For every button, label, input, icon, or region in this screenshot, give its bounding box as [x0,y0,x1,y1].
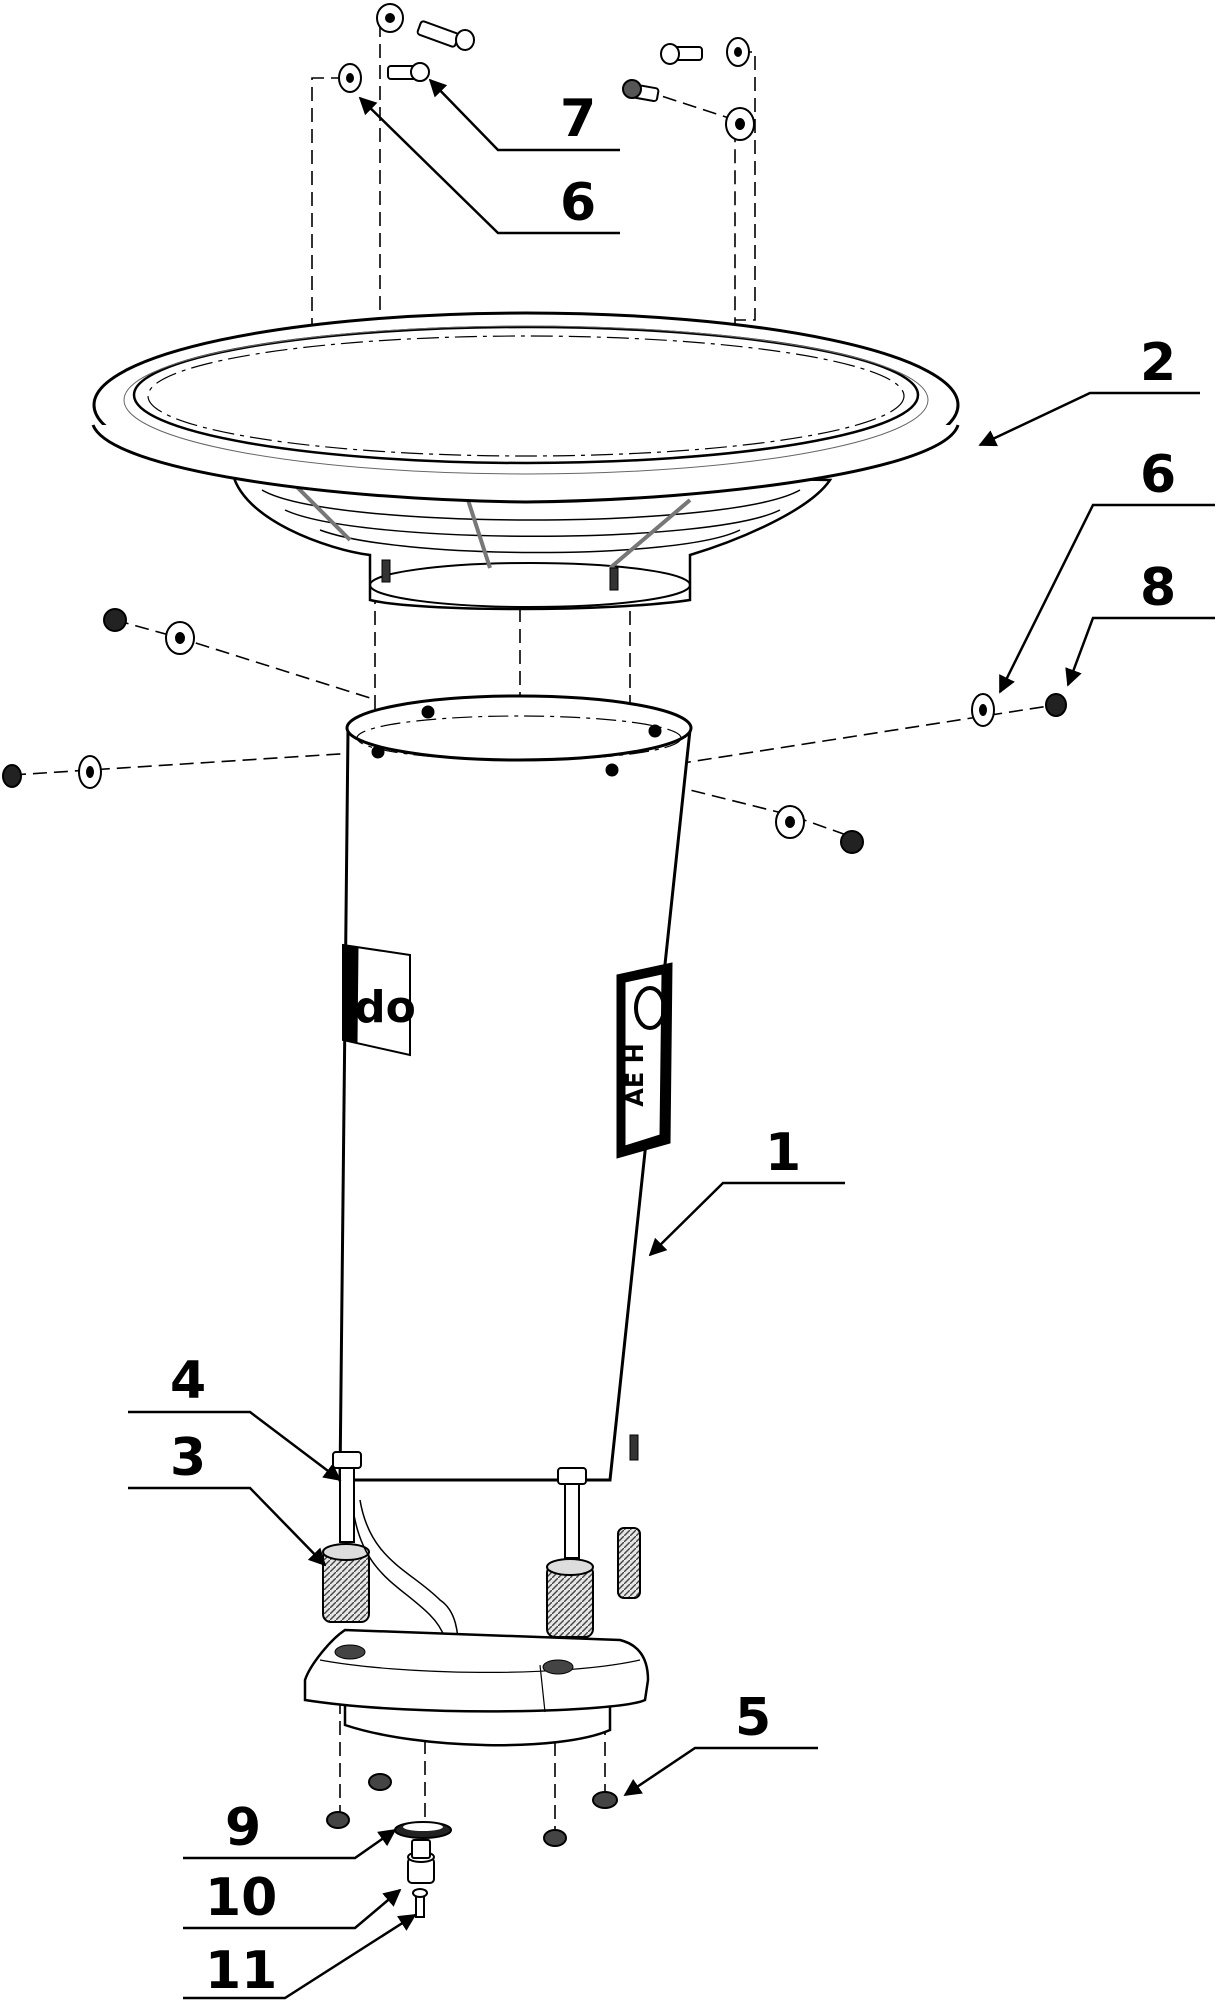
screw-icon [416,20,475,51]
nut-icon [543,1829,567,1847]
callout-5: 5 [735,1688,771,1748]
nut-icon [1045,693,1067,717]
screw-icon [622,79,660,103]
callout-4: 4 [170,1351,206,1411]
spacer-icon [546,1558,594,1638]
callout-1: 1 [765,1123,801,1183]
callout-10: 10 [205,1868,277,1928]
washer-icon [78,755,102,789]
washer-icon [775,805,805,839]
decal-right-text: AE H [621,1043,649,1106]
callout-11: 11 [205,1941,277,2000]
part-1-column: do AE H [338,694,693,1482]
nut-icon [2,764,22,788]
callouts [128,78,1215,2000]
washer-icon [726,37,750,67]
washer-icon [971,693,995,727]
bolt-icon [557,1467,587,1559]
callout-6-right: 6 [1140,445,1176,505]
foot-icon [407,1839,435,1884]
base-small-hardware [326,1773,618,1918]
part-2-bowl [91,311,960,611]
callout-2: 2 [1140,333,1176,393]
nut-icon [840,830,864,854]
callout-3: 3 [170,1428,206,1488]
decal-right: AE H [616,962,673,1159]
screw-icon [387,62,430,82]
callout-7: 7 [560,89,596,149]
nut-icon [368,1773,392,1791]
side-nuts-and-washers [2,608,1067,854]
washer-icon [376,3,404,33]
nut-icon [592,1791,618,1809]
bolt-icon [332,1451,362,1543]
spacer-icon [617,1527,641,1599]
screw-icon [412,1888,428,1918]
nut-icon [326,1811,350,1829]
disc-icon [394,1821,452,1839]
washer-icon [165,621,195,655]
callout-8: 8 [1140,558,1176,618]
callout-6-top: 6 [560,173,596,233]
washer-icon [725,107,755,141]
base-hardware [322,1451,641,1666]
base-plate [303,1628,650,1747]
washer-icon [338,63,362,93]
spacer-icon [322,1543,370,1623]
callout-labels: 7 6 2 6 8 1 4 3 5 9 10 11 [170,89,1176,2001]
nut-icon [103,608,127,632]
decal-left-text: do [354,982,416,1033]
screw-icon [660,43,703,65]
callout-9: 9 [225,1798,261,1858]
decal-left: do [342,943,416,1057]
top-washers-and-screws [338,3,755,141]
